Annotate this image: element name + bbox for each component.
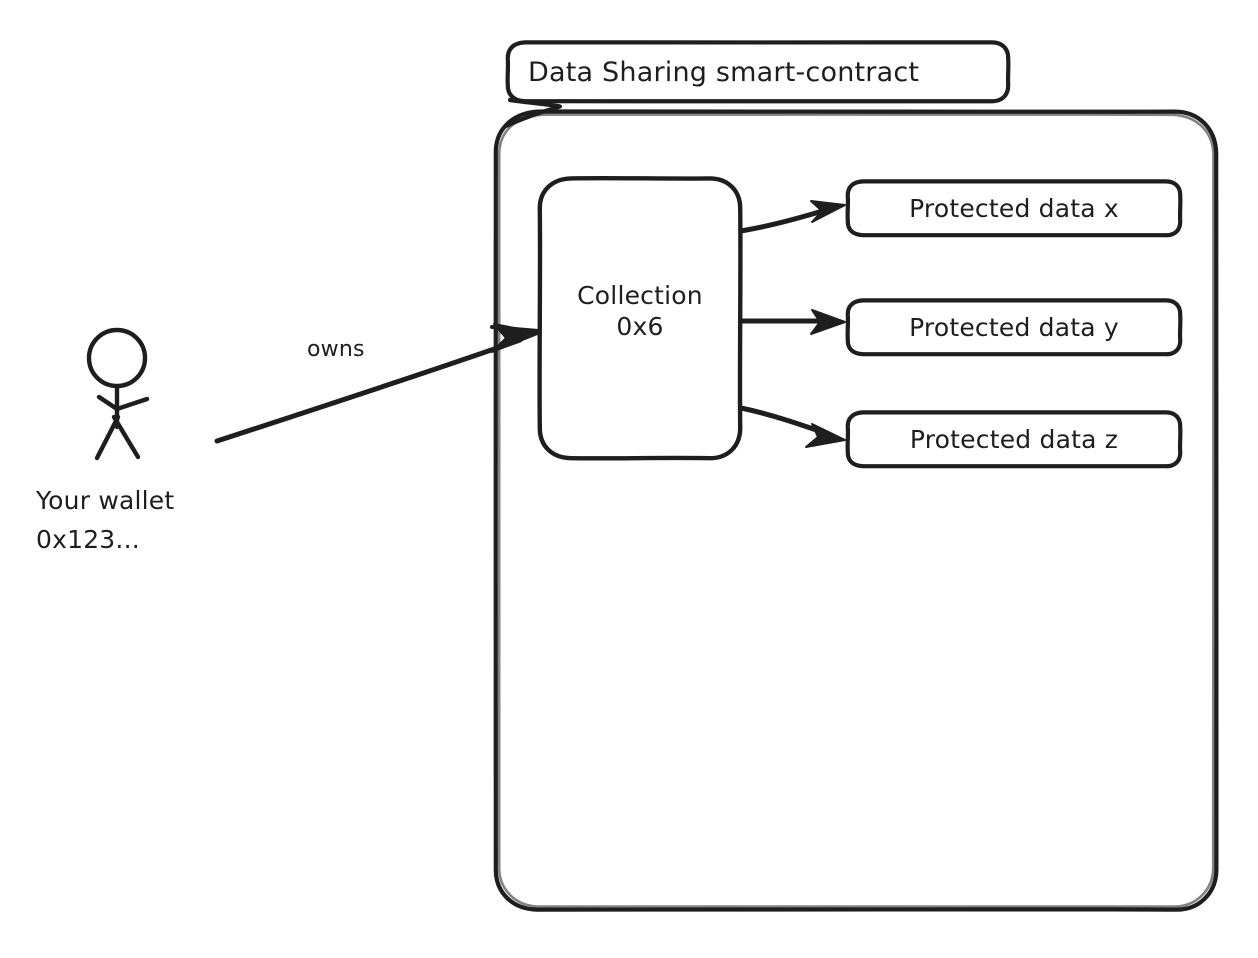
collection-label-line2: 0x6 [616,312,664,342]
arrow-collection-to-protected-data-z [738,405,846,448]
protected-data-box-z[interactable] [845,410,1183,469]
protected-data-z-label: Protected data z [909,425,1119,454]
wallet-label-line2: 0x123... [36,524,140,554]
protected-data-box-x[interactable] [845,179,1183,238]
stick-figure-person-icon [86,327,150,461]
arrow-wallet-owns-collection [214,323,541,444]
collection-label-line1: Collection [577,281,703,310]
smart-contract-title-box[interactable] [503,40,1011,129]
protected-data-box-y[interactable] [845,298,1183,357]
wallet-label: Your wallet 0x123... [36,482,174,560]
protected-data-y-label: Protected data y [909,313,1119,342]
arrow-collection-to-protected-data-x [738,200,846,234]
smart-contract-title-label: Data Sharing smart-contract [528,57,920,88]
arrow-collection-to-protected-data-y [738,309,846,335]
owns-edge-label: owns [307,337,365,362]
wallet-label-line1: Your wallet [36,486,175,515]
collection-box[interactable] [537,175,743,461]
protected-data-x-label: Protected data x [909,194,1119,223]
